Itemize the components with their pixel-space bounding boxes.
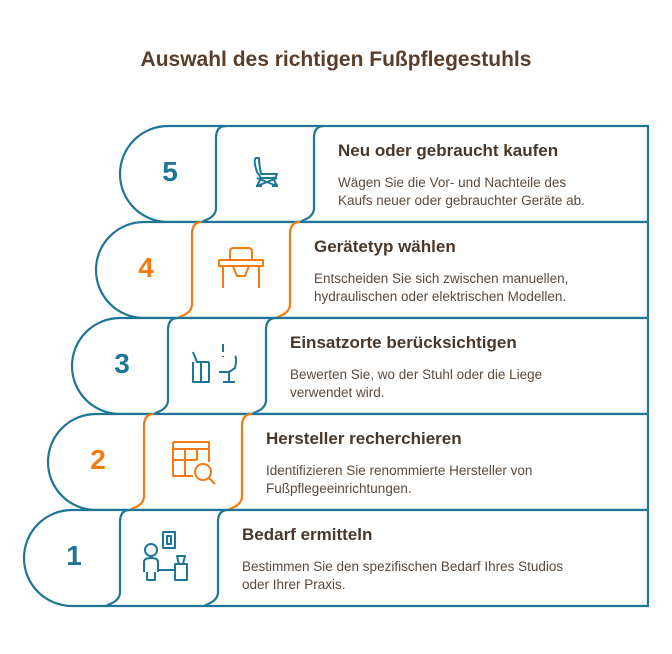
step-number: 1 xyxy=(66,540,82,571)
step-title: Neu oder gebraucht kaufen xyxy=(338,141,559,160)
step-number: 2 xyxy=(90,444,106,475)
step-description: Bewerten Sie, wo der Stuhl oder die Lieg… xyxy=(290,367,543,382)
step-title: Bedarf ermitteln xyxy=(242,525,373,544)
table-search-icon xyxy=(172,441,216,485)
step-description: verwendet wird. xyxy=(290,385,385,400)
step-description: Wägen Sie die Vor- und Nachteile des xyxy=(338,175,567,190)
step-title: Einsatzorte berücksichtigen xyxy=(290,333,517,352)
step-description: Kaufs neuer oder gebrauchter Geräte ab. xyxy=(338,193,585,208)
step-number: 3 xyxy=(114,348,130,379)
step-5-shape xyxy=(118,124,650,224)
step-number: 5 xyxy=(162,156,178,187)
step-1-shape xyxy=(22,508,650,608)
step-title: Hersteller recherchieren xyxy=(266,429,462,448)
step-description: Identifizieren Sie renommierte Herstelle… xyxy=(266,463,533,478)
pedicure-chair-icon xyxy=(218,247,264,288)
chair-icon xyxy=(253,157,278,187)
step-description: Fußpflegeeinrichtungen. xyxy=(266,481,412,496)
step-description: Entscheiden Sie sich zwischen manuellen, xyxy=(314,271,569,286)
step-description: Bestimmen Sie den spezifischen Bedarf Ih… xyxy=(242,559,564,574)
page-title: Auswahl des richtigen Fußpflegestuhls xyxy=(140,48,532,71)
person-needs-icon xyxy=(143,531,188,581)
step-4-shape xyxy=(94,220,650,320)
step-description: oder Ihrer Praxis. xyxy=(242,577,346,592)
step-title: Gerätetyp wählen xyxy=(314,237,456,256)
workspace-icon xyxy=(192,344,237,383)
step-description: hydraulischen oder elektrischen Modellen… xyxy=(314,289,567,304)
step-number: 4 xyxy=(138,252,154,283)
